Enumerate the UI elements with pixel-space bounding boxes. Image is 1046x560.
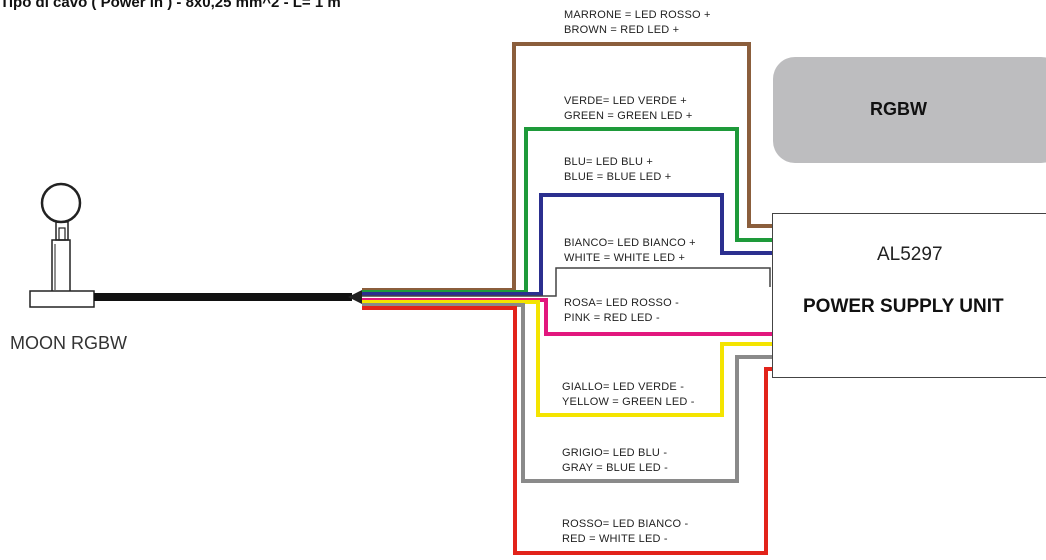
wire-label-brown: MARRONE = LED ROSSO + BROWN = RED LED + [564,8,711,38]
wire-gray [362,303,772,483]
wire-label-blue-line2: BLUE = BLUE LED + [564,171,672,183]
wire-label-yellow: GIALLO= LED VERDE - YELLOW = GREEN LED - [562,380,695,410]
cable-connector [348,290,362,304]
wire-label-green-line1: VERDE= LED VERDE + [564,95,687,107]
psu-name-label: POWER SUPPLY UNIT [803,296,1004,317]
wire-label-gray: GRIGIO= LED BLU - GRAY = BLUE LED - [562,446,668,476]
wire-label-pink: ROSA= LED ROSSO - PINK = RED LED - [564,296,679,326]
wire-label-white-line2: WHITE = WHITE LED + [564,252,686,264]
wire-label-pink-line1: ROSA= LED ROSSO - [564,297,679,309]
rgbw-controller-box [773,57,1046,163]
wire-label-blue-line1: BLU= LED BLU + [564,156,654,168]
power-supply-box [772,213,1046,378]
device-label: MOON RGBW [10,333,127,353]
wire-label-red-line2: RED = WHITE LED - [562,533,668,545]
wire-label-yellow-line1: GIALLO= LED VERDE - [562,381,685,393]
wire-label-white-line1: BIANCO= LED BIANCO + [564,237,696,249]
wire-blue [362,193,772,296]
diagram-title: Tipo di cavo ( Power in ) - 8x0,25 mm^2 … [0,0,341,11]
rgbw-controller-label: RGBW [870,99,927,119]
wire-label-white: BIANCO= LED BIANCO + WHITE = WHITE LED + [564,236,696,266]
wire-label-green: VERDE= LED VERDE + GREEN = GREEN LED + [564,94,693,124]
wire-label-pink-line2: PINK = RED LED - [564,312,660,324]
psu-model-label: AL5297 [877,244,943,265]
wire-label-gray-line2: GRAY = BLUE LED - [562,462,669,474]
wire-white [362,267,771,297]
moon-lamp-icon [29,182,95,308]
wire-red [362,306,772,555]
wire-label-brown-line2: BROWN = RED LED + [564,24,680,36]
wire-label-brown-line1: MARRONE = LED ROSSO + [564,9,711,21]
wire-label-red: ROSSO= LED BIANCO - RED = WHITE LED - [562,517,688,547]
wire-label-yellow-line2: YELLOW = GREEN LED - [562,396,695,408]
wire-label-red-line1: ROSSO= LED BIANCO - [562,518,689,530]
wire-yellow [362,300,772,417]
wire-label-green-line2: GREEN = GREEN LED + [564,110,693,122]
wire-label-gray-line1: GRIGIO= LED BLU - [562,447,668,459]
wire-label-blue: BLU= LED BLU + BLUE = BLUE LED + [564,155,671,185]
